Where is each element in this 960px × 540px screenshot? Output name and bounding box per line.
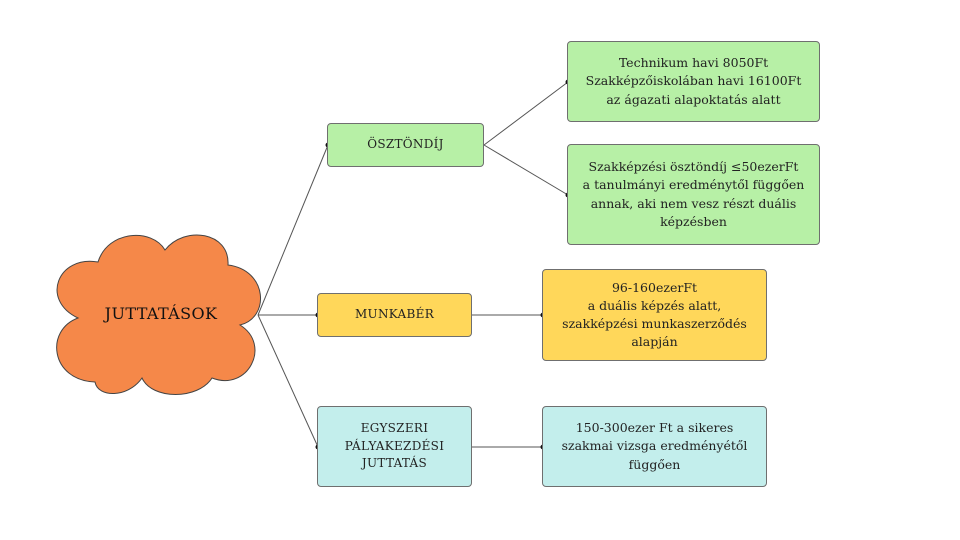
leaf-egyszeri: 150-300ezer Ft a sikeres szakmai vizsga … (542, 406, 767, 487)
connector-osztondij-leaf2 (483, 144, 569, 196)
connector-root-osztondij (257, 144, 329, 316)
leaf-text: Technikum havi 8050Ft Szakképzőiskolában… (585, 55, 802, 107)
root-cloud-shape (56, 234, 262, 395)
connector-osztondij-leaf1 (483, 81, 569, 146)
connector-root-egyszeri (257, 314, 319, 448)
leaf-text: 150-300ezer Ft a sikeres szakmai vizsga … (561, 420, 748, 472)
leaf-munkaber: 96-160ezerFt a duális képzés alatt, szak… (542, 269, 767, 361)
branch-osztondij: ÖSZTÖNDÍJ (327, 123, 484, 167)
root-label: JUTTATÁSOK (104, 304, 218, 323)
branch-munkaber: MUNKABÉR (317, 293, 472, 337)
branch-egyszeri: EGYSZERI PÁLYAKEZDÉSI JUTTATÁS (317, 406, 472, 487)
branch-munkaber-label: MUNKABÉR (354, 307, 435, 322)
branch-osztondij-label: ÖSZTÖNDÍJ (367, 137, 444, 152)
leaf-text: Szakképzési ösztöndíj ≤50ezerFt a tanulm… (582, 159, 805, 229)
branch-egyszeri-label: EGYSZERI PÁLYAKEZDÉSI JUTTATÁS (344, 421, 445, 471)
leaf-osztondij-szakkepzesi: Szakképzési ösztöndíj ≤50ezerFt a tanulm… (567, 144, 820, 245)
leaf-osztondij-technikum: Technikum havi 8050Ft Szakképzőiskolában… (567, 41, 820, 122)
leaf-text: 96-160ezerFt a duális képzés alatt, szak… (562, 279, 747, 350)
